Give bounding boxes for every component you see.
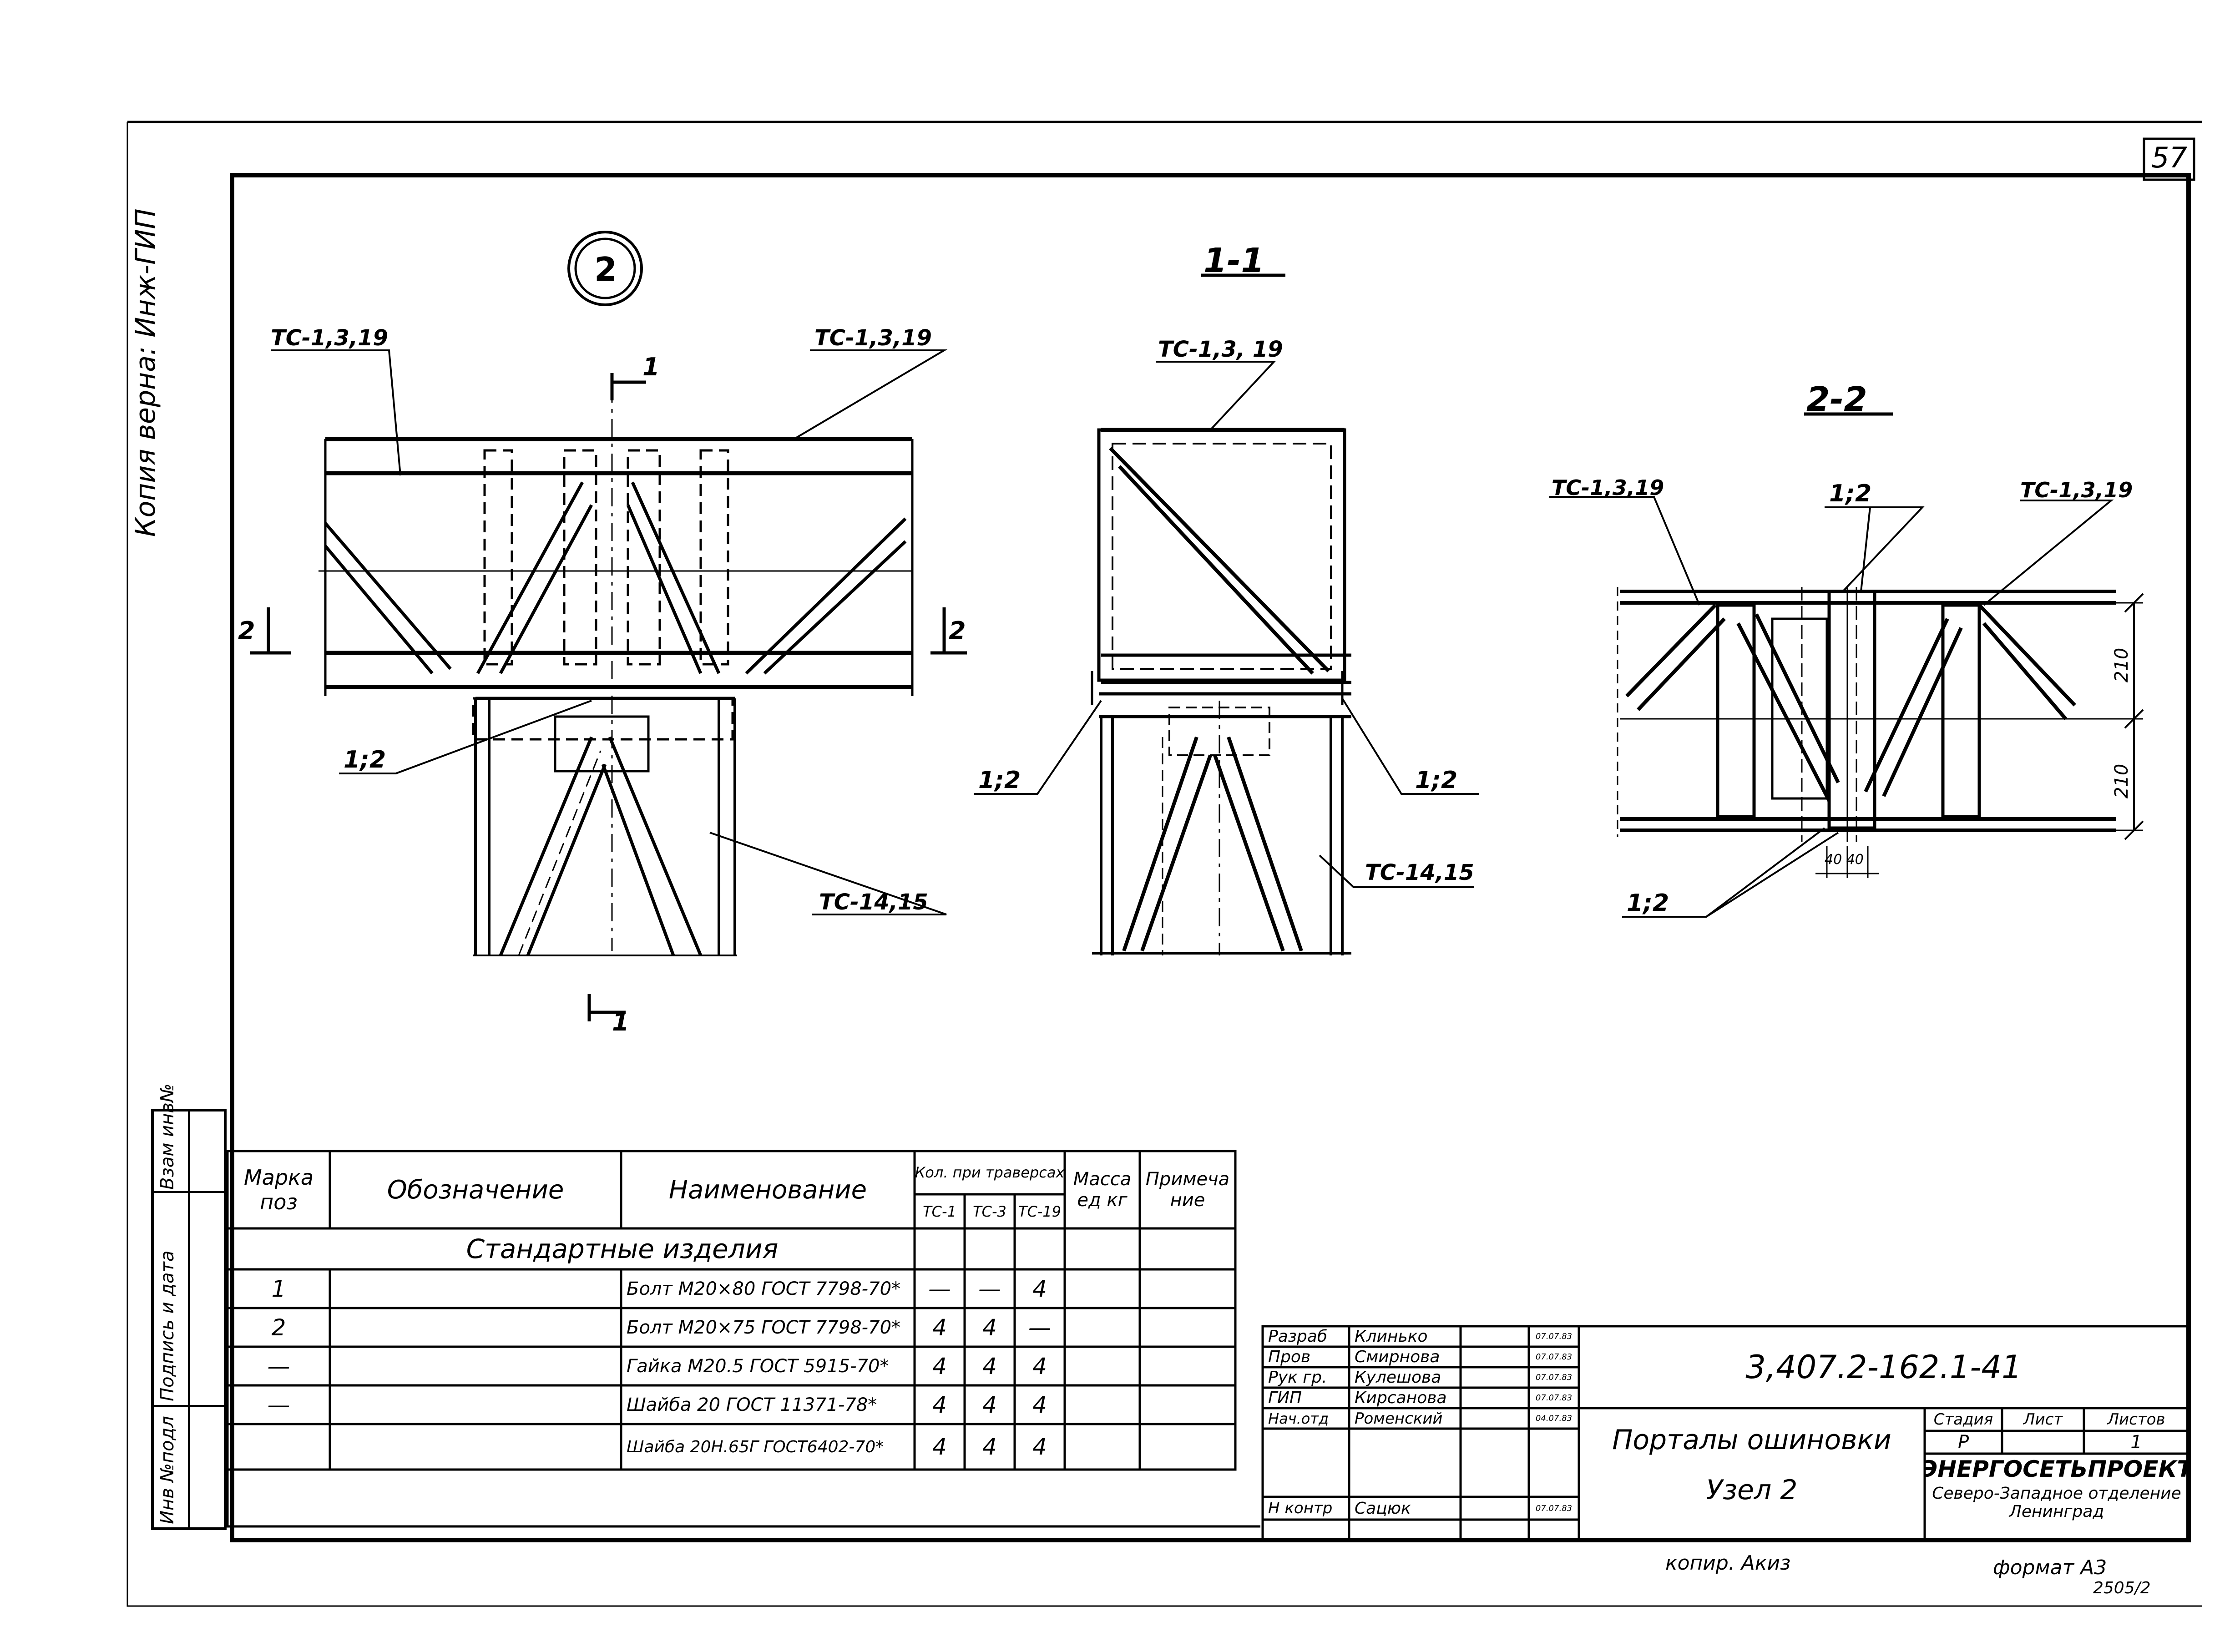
sheet-label: Лист	[2023, 1410, 2063, 1429]
row1-mark: 1	[271, 1275, 286, 1302]
date-4: 07.07.83	[1535, 1393, 1573, 1403]
date-6: 07.07.83	[1535, 1503, 1573, 1513]
node-label-left-chord: ТС-1,3,19	[271, 325, 388, 351]
name-2: Смирнова	[1355, 1348, 1440, 1366]
sheet-value	[2002, 1431, 2084, 1454]
row4-tc3: 4	[982, 1391, 997, 1418]
row3-tc3: 4	[982, 1353, 997, 1379]
row5-tc1: 4	[932, 1434, 947, 1460]
section-1-1-label-post: ТС-14,15	[1365, 860, 1474, 885]
document-code: 3,407.2-162.1-41	[1745, 1349, 2022, 1386]
section-2-2-label-bolts-bottom: 1;2	[1627, 889, 1669, 917]
row5-tc3: 4	[982, 1434, 997, 1460]
section-2-2-label-right: ТС-1,3,19	[2020, 478, 2133, 502]
section-mark-1-top: 1	[642, 353, 660, 381]
section-2-2-title: 2-2	[1806, 380, 1867, 419]
row3-mark: —	[267, 1353, 290, 1379]
section-standard-items: Стандартные изделия	[466, 1233, 779, 1264]
header-tc3: ТС-3	[973, 1202, 1006, 1220]
section-2-2-label-left: ТС-1,3,19	[1552, 475, 1664, 500]
row5-tc19: 4	[1032, 1434, 1047, 1460]
row2-tc1: 4	[932, 1314, 947, 1341]
drawing-title: Порталы ошиновки	[1612, 1424, 1891, 1456]
row5-name: Шайба 20Н.65Г ГОСТ6402-70*	[627, 1437, 884, 1456]
section-mark-2-right: 2	[949, 616, 966, 645]
row3-name: Гайка М20.5 ГОСТ 5915-70*	[627, 1355, 889, 1377]
name-5: Роменский	[1355, 1409, 1443, 1428]
header-tc19: ТС-19	[1018, 1202, 1062, 1220]
node-label-right-chord: ТС-1,3,19	[814, 325, 932, 351]
organization-name: ЭНЕРГОСЕТЬПРОЕКТ	[1925, 1456, 2189, 1482]
archive-code: 2505/2	[2093, 1579, 2151, 1597]
row1-name: Болт М20×80 ГОСТ 7798-70*	[627, 1278, 901, 1299]
sheets-value: 1	[2130, 1432, 2142, 1453]
section-1-1-label-bolts-right: 1;2	[1415, 767, 1458, 794]
organization-city: Ленинград	[2009, 1502, 2104, 1521]
row5-mark	[228, 1424, 330, 1470]
role-6: Н контр	[1268, 1499, 1333, 1517]
sheet-format: формат А3	[1993, 1556, 2107, 1579]
header-qty-group: Кол. при траверсах	[915, 1164, 1065, 1181]
section-2-2-label-bolts-top: 1;2	[1829, 480, 1872, 507]
date-1: 07.07.83	[1535, 1332, 1573, 1341]
stage-label: Стадия	[1933, 1410, 1993, 1429]
dimension-40-40: 40 40	[1825, 852, 1864, 868]
row1-tc1: —	[928, 1275, 951, 1302]
header-name: Наименование	[668, 1175, 867, 1205]
node-label-post: ТС-14,15	[819, 889, 928, 915]
stamp-signature-date: Подпись и дата	[157, 1250, 178, 1401]
name-3: Кулешова	[1355, 1368, 1441, 1387]
stage-value: Р	[1957, 1432, 1969, 1453]
row2-name: Болт М20×75 ГОСТ 7798-70*	[627, 1317, 901, 1338]
header-note: Примечание	[1145, 1169, 1230, 1211]
row4-name: Шайба 20 ГОСТ 11371-78*	[627, 1394, 877, 1415]
row4-mark: —	[267, 1391, 290, 1418]
sheet-number: 57	[2151, 141, 2187, 174]
header-mark: Марка поз	[243, 1165, 314, 1214]
section-1-1-label-chord: ТС-1,3, 19	[1158, 337, 1283, 362]
date-5: 04.07.83	[1535, 1414, 1573, 1423]
role-4: ГИП	[1268, 1389, 1302, 1407]
role-5: Нач.отд	[1268, 1410, 1329, 1427]
section-1-1-label-bolts-left: 1;2	[978, 767, 1021, 794]
copy-verified-note: Копия верна: Инж-ГИП	[130, 208, 162, 537]
role-2: Пров	[1268, 1348, 1311, 1366]
drawing-subtitle: Узел 2	[1706, 1474, 1798, 1506]
name-1: Клинько	[1355, 1327, 1428, 1346]
role-3: Рук гр.	[1268, 1368, 1327, 1387]
copied-by: копир. Акиз	[1665, 1551, 1791, 1575]
row2-tc3: 4	[982, 1314, 997, 1341]
row2-tc19: —	[1028, 1314, 1051, 1341]
row1-tc19: 4	[1032, 1275, 1047, 1302]
section-mark-2-left: 2	[238, 616, 255, 645]
section-1-1-title: 1-1	[1203, 241, 1264, 280]
header-mass: Масса ед кг	[1073, 1169, 1132, 1211]
date-2: 07.07.83	[1535, 1352, 1573, 1362]
stamp-inv-no: Инв №подл	[157, 1416, 178, 1524]
section-mark-1-bottom: 1	[612, 1008, 629, 1036]
name-6: Сацюк	[1355, 1499, 1411, 1518]
header-designation: Обозначение	[387, 1175, 564, 1205]
dimension-210-bottom: 210	[2111, 763, 2132, 798]
row2-mark: 2	[271, 1314, 286, 1341]
row3-tc19: 4	[1032, 1353, 1047, 1379]
date-3: 07.07.83	[1535, 1373, 1573, 1382]
row4-tc1: 4	[932, 1391, 947, 1418]
row3-tc1: 4	[932, 1353, 947, 1379]
header-tc1: ТС-1	[923, 1202, 956, 1220]
role-1: Разраб	[1268, 1327, 1328, 1346]
node-mark: 2	[594, 250, 617, 288]
sheets-label: Листов	[2107, 1410, 2165, 1429]
dimension-210-top: 210	[2111, 647, 2132, 682]
name-4: Кирсанова	[1355, 1389, 1447, 1407]
row1-tc3: —	[978, 1275, 1001, 1302]
stamp-replacement-inv: Взам инв№	[157, 1083, 178, 1190]
node-label-bolts: 1;2	[344, 746, 386, 773]
organization-branch: Северо-Западное отделение	[1932, 1484, 2181, 1503]
row4-tc19: 4	[1032, 1391, 1047, 1418]
